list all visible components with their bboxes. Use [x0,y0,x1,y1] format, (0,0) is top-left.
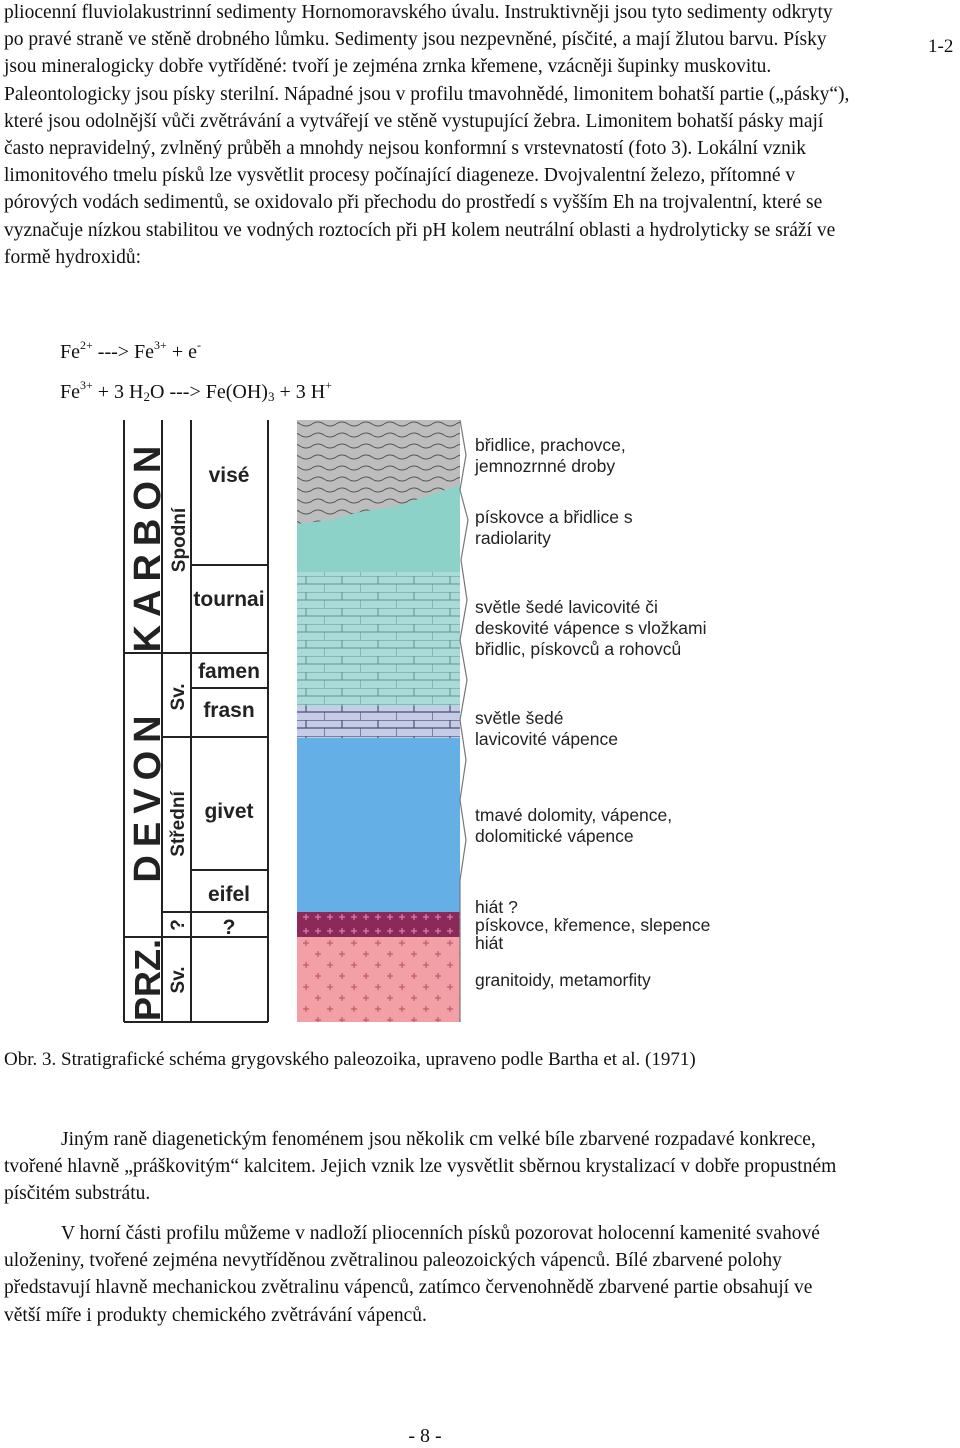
stage-famen-label: famen [198,660,260,683]
system-devon-label: DEVON [127,707,169,882]
page-id-label: 1-2 [928,36,954,57]
lith-limestone-1: světle šedé lavicovité či [475,597,658,617]
dolomite-layer [297,737,460,912]
stage-eifel-label: eifel [208,883,250,906]
paragraph-holocene: V horní části profilu můžeme v nadloží p… [4,1223,820,1326]
stage-frasn-label: frasn [203,699,254,722]
lith-grey-limestone-1: světle šedé [475,708,564,728]
light-limestone-layer [297,570,460,706]
equation-2: Fe3+ + 3 H2O ---> Fe(OH)3 + 3 H+ [60,378,332,404]
granitoid-layer [297,935,460,1022]
lith-shale-1: břidlice, prachovce, [475,435,626,455]
lith-grey-limestone-2: lavicovité vápence [475,729,618,749]
lith-dolomite-2: dolomitické vápence [475,826,634,846]
lith-granitoid: granitoidy, metamorfity [475,970,651,990]
series-spodni-label: Spodní [169,507,190,572]
lith-limestone-2: deskovité vápence s vložkami [475,618,707,638]
clastic-layer [297,912,460,937]
series-sv-lower-label: Sv. [168,966,189,993]
stage-tournai-label: tournai [193,588,264,611]
lith-radiolarite-2: radiolarity [475,528,551,548]
stage-question-label: ? [223,916,236,939]
lithology-column [297,419,469,1022]
series-stredni-label: Střední [168,791,189,857]
lith-radiolarite-1: pískovce a břidlice s [475,507,633,527]
grey-limestone-layer [297,705,460,738]
figure-caption: Obr. 3. Stratigrafické schéma grygovskéh… [4,1049,696,1070]
system-karbon-label: KARBON [127,438,169,653]
stage-vise-label: visé [209,464,250,487]
lith-shale-2: jemnozrnné droby [474,456,615,476]
lith-clastic: pískovce, křemence, slepence [475,915,710,935]
page-number: - 8 - [408,1425,442,1447]
paragraph-konkrece: Jiným raně diagenetickým fenoménem jsou … [4,1129,837,1205]
intro-paragraph: pliocenní fluviolakustrinní sedimenty Ho… [4,2,850,268]
shale-layer [297,420,460,524]
stratigraphy-grid [123,420,269,1023]
lith-hiat-lower: hiát [475,933,503,953]
lith-limestone-3: břidlic, pískovců a rohovců [475,639,681,659]
stage-givet-label: givet [204,800,253,823]
series-sv-upper-label: Sv. [168,683,189,710]
equation-1: Fe2+ ---> Fe3+ + e- [60,338,201,363]
system-prz-label: PRZ. [127,939,168,1021]
lith-hiat-upper: hiát ? [475,897,518,917]
series-question-label: ? [168,919,189,931]
jagged-edge [459,419,469,1022]
lith-dolomite-1: tmavé dolomity, vápence, [475,805,672,825]
